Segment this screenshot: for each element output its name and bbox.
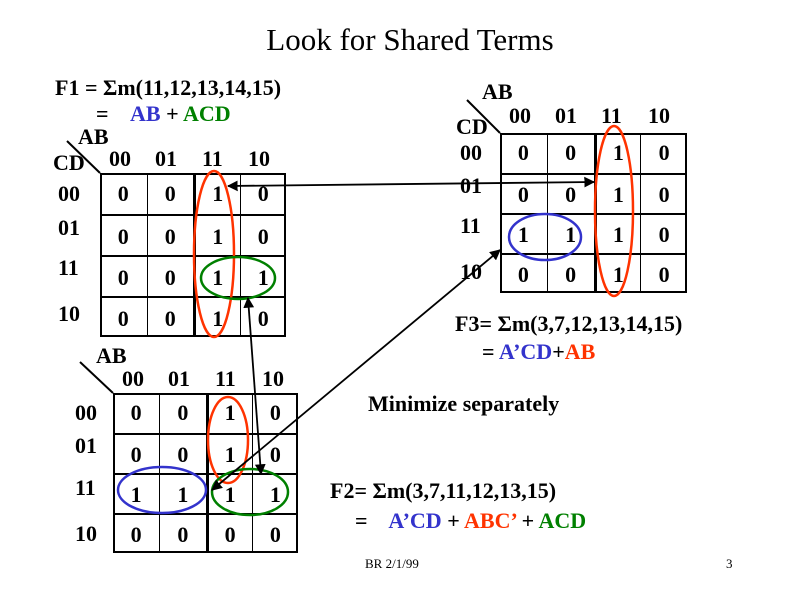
f2-kmap-cell: 0 — [159, 433, 206, 473]
f3-plus: + — [552, 339, 565, 364]
f2-kmap-cell: 0 — [159, 513, 206, 553]
f3-col-label-00: 00 — [509, 103, 531, 128]
f3-term-ab: AB — [564, 339, 596, 364]
f1-col-label-11: 11 — [202, 146, 223, 171]
f1-col-var-label: AB — [78, 124, 109, 149]
slide-title: Look for Shared Terms — [266, 22, 554, 57]
f2-term-abc-prime: ABC’ — [464, 508, 517, 533]
f2-kmap-cell: 0 — [159, 393, 205, 433]
f3-kmap-cell: 1 — [546, 213, 594, 253]
f1-kmap-cell: 0 — [239, 173, 287, 214]
f1-row-var-label: CD — [53, 150, 85, 175]
f3-col-var-label: AB — [482, 79, 513, 104]
footer-author-date: BR 2/1/99 — [365, 556, 419, 571]
f2-kmap-cell: 0 — [113, 513, 160, 553]
f3-row-label-11: 11 — [460, 213, 481, 238]
f2-eq-prefix: = — [355, 508, 389, 533]
f1-group-acd-green — [199, 255, 277, 301]
f3-group-acd-blue — [507, 212, 583, 262]
f1-kmap-cell: 0 — [100, 255, 147, 296]
f2-kmap-cell: 1 — [159, 473, 206, 513]
f1-kmap-cell: 0 — [146, 296, 193, 337]
f2-expression: = A’CD + ABC’ + ACD — [355, 509, 586, 533]
f3-row-label-00: 00 — [460, 140, 482, 165]
f1-kmap-cell: 0 — [117, 181, 129, 206]
f2-kmap-cell: 0 — [205, 513, 252, 553]
f3-kmap-cell: 0 — [640, 133, 687, 173]
f1-kmap-cell: 0 — [100, 214, 147, 255]
f1-col-label-01: 01 — [155, 146, 177, 171]
f1-kmap-cell: 0 — [146, 214, 193, 255]
f2-kmap-cell: 0 — [113, 433, 160, 473]
f1-kmap-cell: 1 — [193, 173, 240, 214]
f1-row-label-10: 10 — [58, 301, 80, 326]
f2-col-label-01: 01 — [168, 366, 190, 391]
f3-group-ab-red — [593, 124, 635, 298]
f1-row-label-00: 00 — [58, 181, 80, 206]
f1-expression: = AB + ACD — [96, 102, 231, 126]
f1-term-ab: AB — [130, 101, 161, 126]
page-number: 3 — [726, 556, 733, 571]
f3-col-label-11: 11 — [601, 103, 622, 128]
f2-kmap-cell: 0 — [251, 513, 298, 553]
f1-kmap-cell: 0 — [146, 173, 194, 214]
f3-kmap-cell: 0 — [640, 213, 687, 253]
f2-term-acd-prime: A’CD — [388, 508, 442, 533]
f2-kmap-diagonal — [79, 361, 114, 394]
f1-eq-prefix: = — [96, 101, 109, 126]
f3-expression: = A’CD+AB — [482, 340, 595, 364]
f1-kmap-diagonal — [66, 140, 101, 174]
f3-kmap-cell: 1 — [593, 133, 641, 173]
f3-kmap-cell: 0 — [640, 253, 687, 293]
f3-kmap-cell: 0 — [546, 173, 594, 213]
f3-kmap-cell: 0 — [517, 140, 529, 165]
f2-row-label-00: 00 — [75, 400, 97, 425]
f2-kmap-cell: 0 — [130, 400, 142, 425]
f1-definition: F1 = Σm(11,12,13,14,15) — [55, 75, 282, 100]
f1-row-label-01: 01 — [58, 215, 80, 240]
arrow-f2-f3-shared — [211, 249, 501, 491]
f1-group-ab-red — [192, 169, 236, 339]
f1-kmap-cell: 0 — [146, 255, 193, 296]
f2-term-acd: ACD — [538, 508, 587, 533]
f1-kmap-cell: 0 — [239, 214, 286, 255]
f3-term-acd: A’CD — [498, 339, 553, 364]
f3-col-label-01: 01 — [555, 103, 577, 128]
f2-group-acd-green — [210, 467, 290, 517]
f3-kmap-cell: 0 — [546, 133, 594, 173]
f2-row-label-11: 11 — [75, 475, 96, 500]
f2-plus-2: + — [516, 508, 539, 533]
f3-kmap-cell: 0 — [500, 253, 547, 293]
f1-term-acd: ACD — [182, 101, 231, 126]
f1-kmap-cell: 0 — [100, 296, 147, 337]
f1-row-label-11: 11 — [58, 255, 79, 280]
f1-col-label-10: 10 — [248, 146, 270, 171]
f2-col-var-label: AB — [96, 343, 127, 368]
f3-kmap-cell: 0 — [500, 173, 547, 213]
f3-kmap-cell: 1 — [500, 213, 547, 253]
f2-plus-1: + — [441, 508, 465, 533]
f2-row-label-10: 10 — [75, 521, 97, 546]
f3-col-label-10: 10 — [648, 103, 670, 128]
arrow-f1-f2-shared — [243, 296, 266, 476]
f3-kmap-diagonal — [466, 99, 501, 134]
f3-kmap-cell: 1 — [593, 253, 641, 293]
f2-kmap-cell: 1 — [113, 473, 160, 513]
f2-group-acd-blue — [116, 465, 208, 515]
f3-row-var-label: CD — [456, 114, 488, 139]
f2-row-label-01: 01 — [75, 433, 97, 458]
f1-col-label-00: 00 — [109, 146, 131, 171]
f3-kmap-cell: 0 — [640, 173, 687, 213]
f2-col-label-00: 00 — [122, 366, 144, 391]
f1-plus: + — [160, 101, 183, 126]
arrow-f1-f3-shared — [226, 176, 596, 192]
